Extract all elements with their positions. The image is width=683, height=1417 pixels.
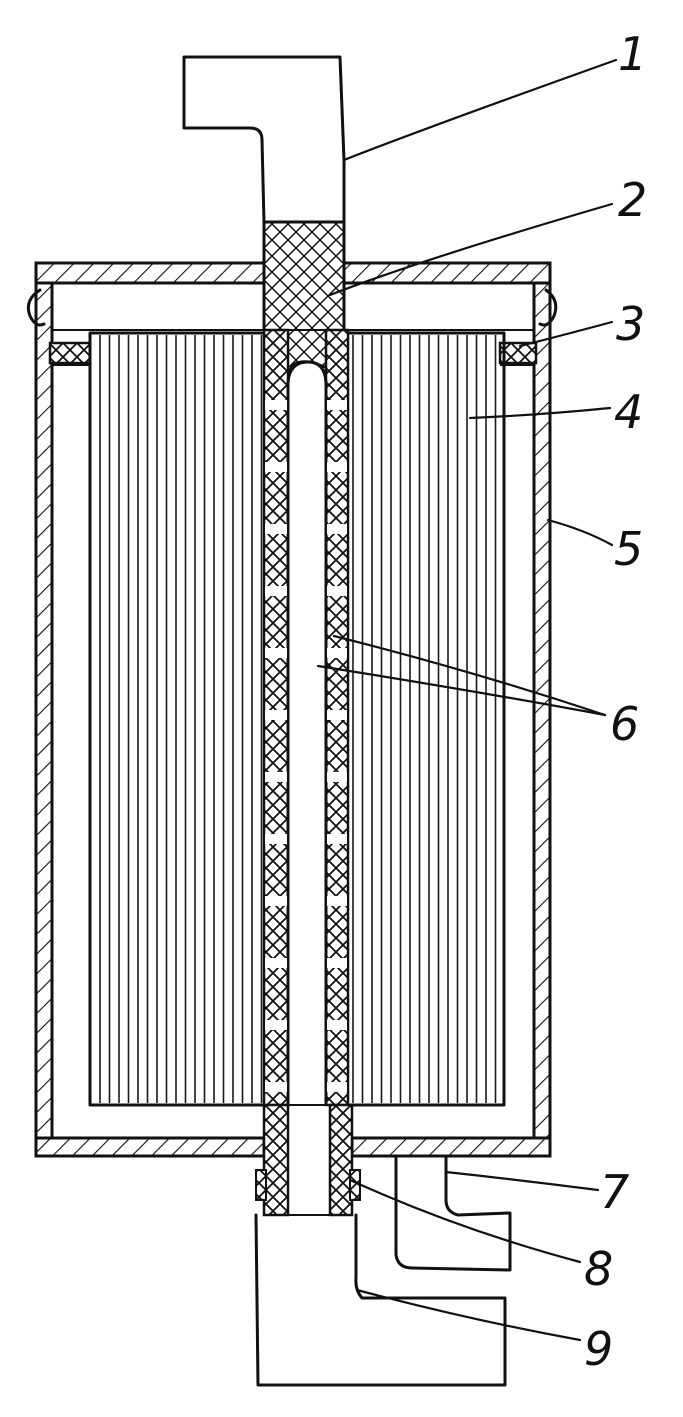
perforation-hole [327, 710, 347, 720]
label-2: 2 [618, 173, 647, 227]
perforation-hole [327, 772, 347, 782]
perforation-hole [265, 586, 287, 596]
gasket-rings [48, 341, 538, 365]
label-7: 7 [600, 1165, 629, 1219]
inlet-elbow-pipe [182, 55, 346, 224]
label-9: 9 [584, 1322, 613, 1376]
perforation-hole [327, 400, 347, 410]
label-6: 6 [610, 697, 639, 751]
perforation-hole [265, 1082, 287, 1092]
perforation-hole [327, 1082, 347, 1092]
perforation-hole [327, 648, 347, 658]
perforation-hole [265, 772, 287, 782]
tube-bottom-extension [262, 1103, 354, 1217]
outlet-elbow-pipe-9 [254, 1213, 507, 1387]
perforation-hole [327, 834, 347, 844]
perforation-hole [327, 896, 347, 906]
tube-perforations [265, 400, 347, 1092]
perforation-hole [265, 524, 287, 534]
fiber-membrane-bundle [88, 331, 506, 1107]
central-collection-tube [262, 328, 350, 1107]
inner-channel [286, 360, 328, 1105]
perforation-hole [265, 400, 287, 410]
label-3: 3 [616, 297, 645, 351]
perforation-hole [265, 958, 287, 968]
perforation-hole [265, 834, 287, 844]
perforation-hole [327, 958, 347, 968]
fiber-lines-right [352, 335, 497, 1103]
perforation-hole [265, 462, 287, 472]
perforation-hole [265, 1020, 287, 1030]
perforation-hole [327, 462, 347, 472]
perforation-hole [265, 710, 287, 720]
perforation-hole [327, 586, 347, 596]
perforation-hole [265, 648, 287, 658]
label-4: 4 [614, 385, 643, 439]
perforation-hole [327, 1020, 347, 1030]
outer-housing [26, 261, 558, 1158]
leader-lines [316, 58, 618, 1342]
part-number-labels: 1 2 3 4 5 6 7 8 9 [584, 27, 647, 1376]
label-1: 1 [618, 27, 647, 81]
label-8: 8 [584, 1242, 613, 1296]
perforation-hole [327, 524, 347, 534]
perforation-hole [265, 896, 287, 906]
fiber-lines-left [99, 335, 263, 1103]
label-5: 5 [614, 522, 643, 576]
